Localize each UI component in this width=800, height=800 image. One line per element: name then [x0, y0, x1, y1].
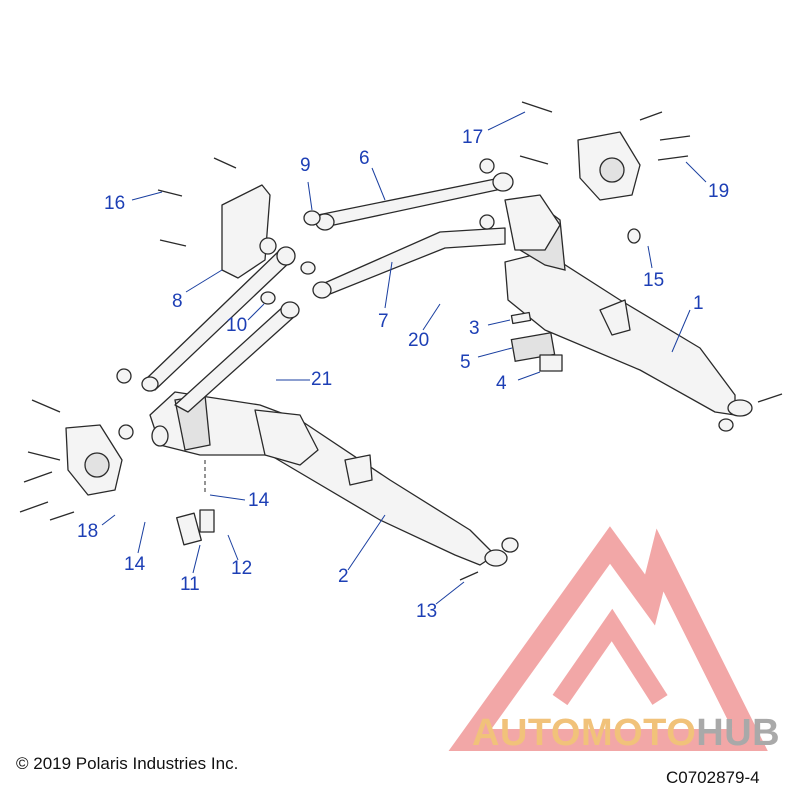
watermark-text-part2: HUB	[696, 712, 781, 754]
callout-21: 21	[311, 369, 333, 390]
callout-11: 11	[180, 574, 200, 595]
trailing-arm-left	[149, 391, 508, 567]
callout-2: 2	[338, 566, 349, 587]
callout-4: 4	[496, 373, 507, 394]
figure-code: C0702879-4	[666, 768, 760, 787]
bracket-plate	[221, 184, 277, 279]
copyright-text: © 2019 Polaris Industries Inc.	[16, 754, 239, 773]
callout-6: 6	[359, 148, 370, 169]
callout-3: 3	[469, 318, 480, 339]
callout-5: 5	[460, 352, 471, 373]
lower-control-arm	[312, 227, 506, 299]
callout-7: 7	[378, 311, 389, 332]
callout-9: 9	[300, 155, 311, 176]
callout-10: 10	[226, 315, 248, 336]
small-brackets	[176, 311, 563, 546]
callout-18: 18	[77, 521, 99, 542]
callout-17: 17	[462, 127, 484, 148]
callout-13: 13	[416, 601, 438, 622]
callout-12: 12	[231, 558, 253, 579]
callout-16: 16	[104, 193, 126, 214]
callout-1: 1	[693, 293, 704, 314]
callout-20: 20	[408, 330, 430, 351]
hardware	[19, 101, 783, 581]
callout-19: 19	[708, 181, 730, 202]
callout-8: 8	[172, 291, 183, 312]
callout-14-upper: 14	[248, 490, 270, 511]
leader-lines	[101, 111, 707, 605]
trailing-arm-right	[504, 194, 753, 417]
watermark-text: AUTOMOTOHUB	[472, 712, 780, 755]
left-control-arms	[141, 246, 300, 413]
callout-14-lower: 14	[124, 554, 146, 575]
knuckle-left	[65, 424, 123, 496]
knuckle-right	[577, 131, 641, 201]
watermark-text-part1: AUTOMOTO	[472, 712, 697, 754]
callout-15: 15	[643, 270, 665, 291]
watermark-logo	[448, 526, 768, 751]
